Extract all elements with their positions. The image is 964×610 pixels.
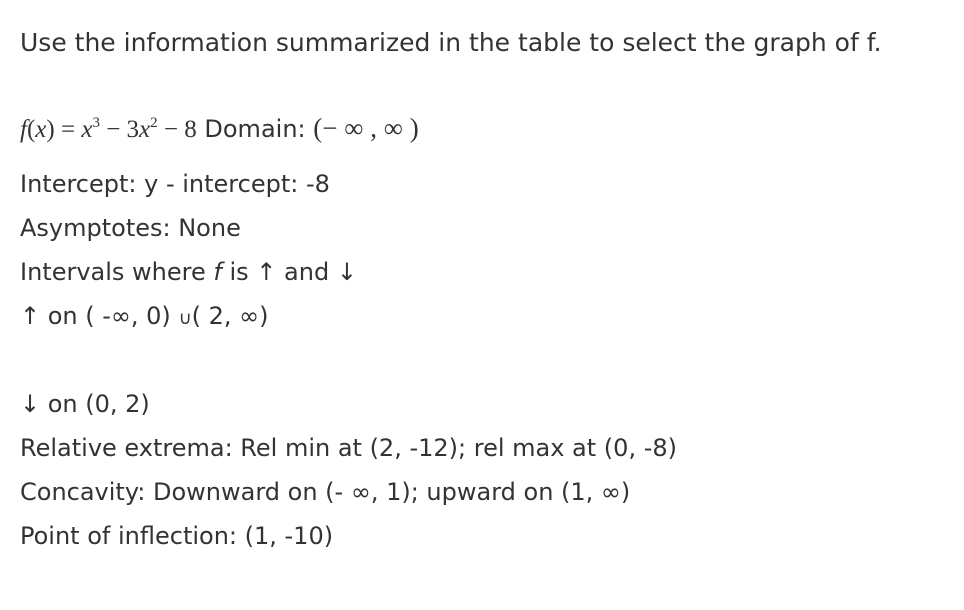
up-arrow-icon: ↑ xyxy=(256,258,277,286)
decreasing-line: ↓ on (0, 2) xyxy=(20,389,150,419)
exponent-2: 2 xyxy=(150,115,158,131)
function-name: f xyxy=(20,116,27,143)
up-arrow-icon: ↑ xyxy=(20,302,41,330)
domain-label: Domain: xyxy=(196,115,314,143)
term-minus-3: − 3 xyxy=(99,116,140,143)
relative-extrema-line: Relative extrema: Rel min at (2, -12); r… xyxy=(20,434,677,462)
concavity-line: Concavity: Downward on (- ∞, 1); upward … xyxy=(20,478,631,506)
question-prompt: Use the information summarized in the ta… xyxy=(20,28,882,57)
intervals-is: is xyxy=(221,258,257,286)
decreasing-interval: on (0, 2) xyxy=(40,390,150,418)
asymptotes-line: Asymptotes: None xyxy=(20,214,241,242)
increasing-interval-1: on ( -∞, 0) xyxy=(40,302,179,330)
paren-open: ( xyxy=(26,116,36,143)
term-minus-8: − 8 xyxy=(157,116,197,143)
union-symbol: ∪ xyxy=(178,308,192,329)
domain-value: (− ∞ , ∞ ) xyxy=(313,113,419,143)
intervals-prefix: Intervals where xyxy=(20,258,214,286)
term-x-cubed-base: x xyxy=(81,116,93,143)
increasing-line: ↑ on ( -∞, 0) ∪( 2, ∞) xyxy=(20,301,269,334)
intervals-heading: Intervals where f is ↑ and ↓ xyxy=(20,257,357,287)
intercept-line: Intercept: y - intercept: -8 xyxy=(20,170,330,198)
paren-close: ) xyxy=(46,116,55,143)
inflection-line: Point of inflection: (1, -10) xyxy=(20,522,334,550)
term-x-squared-base: x xyxy=(139,116,151,143)
intervals-and: and xyxy=(276,258,337,286)
function-formula: f(x) = x3 − 3x2 − 8 xyxy=(20,115,197,144)
intervals-f: f xyxy=(213,258,222,286)
variable-x: x xyxy=(35,116,47,143)
exponent-3: 3 xyxy=(92,115,100,131)
increasing-interval-2: ( 2, ∞) xyxy=(191,302,269,330)
down-arrow-icon: ↓ xyxy=(336,258,357,286)
down-arrow-icon: ↓ xyxy=(20,390,41,418)
equals-sign: = xyxy=(54,116,82,143)
function-line: f(x) = x3 − 3x2 − 8 Domain: (− ∞ , ∞ ) xyxy=(20,113,419,145)
